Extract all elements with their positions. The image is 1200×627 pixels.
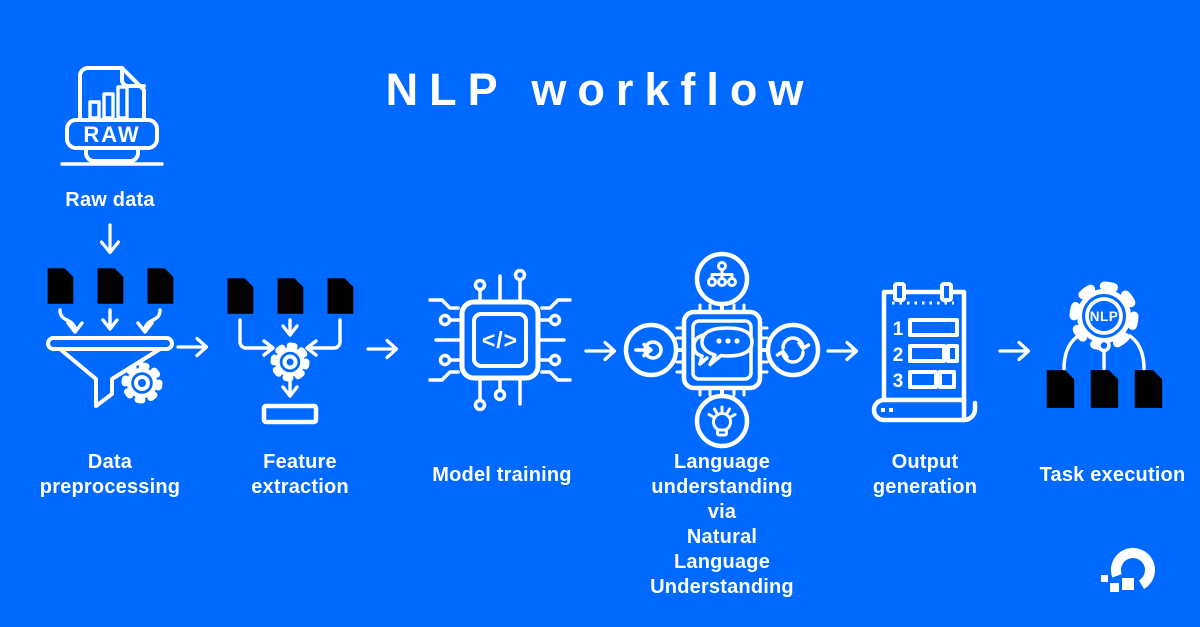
right-arrow-icon xyxy=(176,336,209,358)
list-number-1: 1 xyxy=(893,319,904,340)
page-title: NLP workflow xyxy=(385,64,815,115)
step-label-model-training: Model training xyxy=(432,464,572,486)
nlu-chip-satellites-icon xyxy=(623,251,821,449)
raw-data-label: Raw data xyxy=(65,189,155,211)
right-arrow-icon xyxy=(366,338,399,360)
down-arrow-icon xyxy=(99,223,121,255)
step-label-data-preprocessing: Data preprocessing xyxy=(39,451,181,498)
step-label-feature-extraction: Feature extraction xyxy=(251,451,349,498)
digitalocean-logo xyxy=(1101,548,1155,592)
cpu-code-icon: </> xyxy=(428,268,572,412)
gear-label-text: NLP xyxy=(1090,309,1119,324)
step-label-output-generation: Output generation xyxy=(872,451,978,498)
documents-funnel-gear-icon xyxy=(46,268,174,408)
list-number-3: 3 xyxy=(893,371,904,392)
right-arrow-icon xyxy=(826,340,859,362)
list-number-2: 2 xyxy=(893,345,904,366)
raw-file-icon: RAW xyxy=(60,66,164,166)
right-arrow-icon xyxy=(998,340,1031,362)
step-label-language-understanding: Language understanding via Natural Langu… xyxy=(650,451,794,598)
raw-badge-text: RAW xyxy=(83,122,140,147)
right-arrow-icon xyxy=(584,340,617,362)
nlp-gear-documents-icon: NLP xyxy=(1046,281,1163,408)
numbered-list-scroll-icon: 1 2 3 xyxy=(871,282,978,423)
documents-gear-extract-icon xyxy=(227,278,354,425)
step-label-task-execution: Task execution xyxy=(1039,464,1186,486)
code-glyph: </> xyxy=(482,327,518,353)
